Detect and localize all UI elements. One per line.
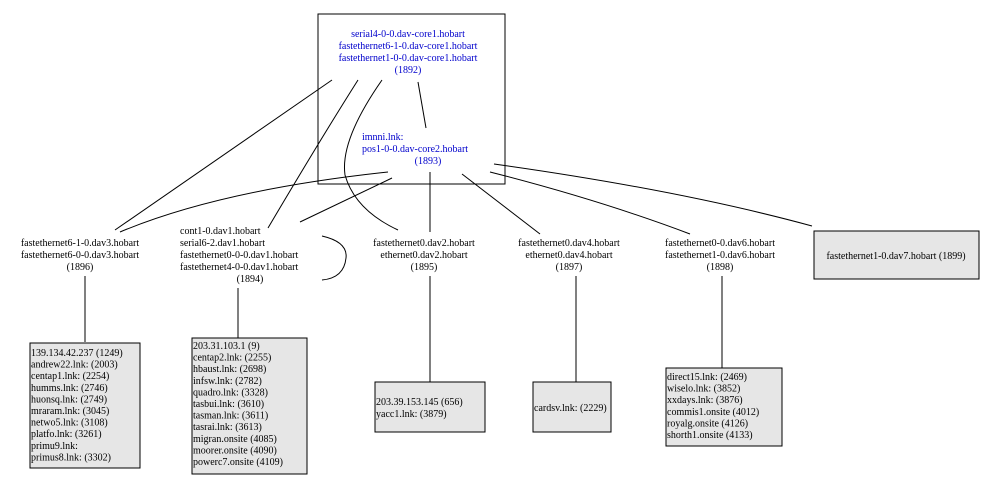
edge-1893-1898 <box>489 171 691 235</box>
leaf1894-line-4: quadro.lnk: (3328) <box>193 387 268 398</box>
leaf1896-line-5: mraram.lnk: (3045) <box>31 406 109 417</box>
edge-1893-1894 <box>299 177 393 223</box>
leaf1894-line-5: tasbui.lnk: (3610) <box>193 399 264 410</box>
edge-1893-1896 <box>119 171 389 233</box>
leaf1894-line-10: powerc7.onsite (4109) <box>193 457 283 468</box>
leaf1894-line-3: infsw.lnk: (2782) <box>193 376 262 387</box>
leaf-box-1897 <box>532 381 612 433</box>
edge-1893-1897 <box>461 173 541 235</box>
node-1899: fastethernet1-0.dav7.hobart (1899) <box>826 251 965 262</box>
node-1893: imnni.lnk:pos1-0-0.dav-core2.hobart(1893… <box>362 132 468 167</box>
n1894-line-2: fastethernet0-0-0.dav1.hobart <box>180 250 299 261</box>
leaf1898-line-5: shorth1.onsite (4133) <box>667 430 753 441</box>
n1898-line-0: fastethernet0-0.dav6.hobart <box>665 238 775 249</box>
leaf1894-line-1: centap2.lnk: (2255) <box>193 353 271 364</box>
leaf1894-line-9: moorer.onsite (4090) <box>193 445 277 456</box>
leaf1898-line-0: direct15.lnk: (2469) <box>667 372 747 383</box>
leaf1896-line-9: primus8.lnk: (3302) <box>31 452 111 463</box>
leaf1895-line-1: yacc1.lnk: (3879) <box>376 409 447 420</box>
leaf1894-line-8: migran.onsite (4085) <box>193 434 277 445</box>
leaf1897-line-0: cardsv.lnk: (2229) <box>534 403 607 414</box>
leaf-box-1898 <box>665 367 783 447</box>
leaf1898-line-1: wiselo.lnk: (3852) <box>667 384 740 395</box>
edge-1892-1895 <box>343 79 399 231</box>
n1899-line-0: fastethernet1-0.dav7.hobart (1899) <box>826 251 965 262</box>
leaf-list-1896: 139.134.42.237 (1249)andrew22.lnk: (2003… <box>31 348 123 463</box>
edge-1894-self <box>321 235 347 281</box>
leaf1895-line-0: 203.39.153.145 (656) <box>376 397 463 408</box>
n1896-line-1: fastethernet6-0-0.dav3.hobart <box>21 250 140 261</box>
leaf1898-line-4: royalg.onsite (4126) <box>667 418 748 429</box>
leaf1894-line-2: hbaust.lnk: (2698) <box>193 364 266 375</box>
leaf-list-1895: 203.39.153.145 (656)yacc1.lnk: (3879) <box>376 397 463 420</box>
n1893-line-0: imnni.lnk: <box>362 132 403 143</box>
n1898-line-2: (1898) <box>707 262 734 273</box>
n1892-line-2: fastethernet1-0-0.dav-core1.hobart <box>339 53 478 64</box>
core-cluster-box <box>317 13 506 185</box>
n1898-line-1: fastethernet1-0.dav6.hobart <box>665 250 775 261</box>
edge-1892-1894a <box>267 79 359 229</box>
leaf1894-line-6: tasman.lnk: (3611) <box>193 411 268 422</box>
n1892-line-0: serial4-0-0.dav-core1.hobart <box>351 29 465 40</box>
n1892-line-1: fastethernet6-1-0.dav-core1.hobart <box>339 41 478 52</box>
n1897-line-2: (1897) <box>556 262 583 273</box>
leaf-list-1898: direct15.lnk: (2469)wiselo.lnk: (3852)xx… <box>667 372 759 441</box>
n1896-line-0: fastethernet6-1-0.dav3.hobart <box>21 238 140 249</box>
n1893-line-2: (1893) <box>415 156 442 167</box>
leaf1894-line-7: tasrai.lnk: (3613) <box>193 422 262 433</box>
leaf-box-1895 <box>374 381 486 433</box>
leaf1896-line-8: primu9.lnk: <box>31 441 78 452</box>
leaf1898-line-2: xxdays.lnk: (3876) <box>667 395 743 406</box>
leaf-list-1894: 203.31.103.1 (9)centap2.lnk: (2255)hbaus… <box>193 341 283 468</box>
leaf1898-line-3: commis1.onsite (4012) <box>667 407 759 418</box>
n1894-line-0: cont1-0.dav1.hobart <box>180 226 261 237</box>
n1895-line-1: ethernet0.dav2.hobart <box>380 250 467 261</box>
edge-1892-1893 <box>417 81 427 129</box>
n1892-line-3: (1892) <box>395 65 422 76</box>
leaf1896-line-6: netwo5.lnk: (3108) <box>31 418 108 429</box>
edge-1893-1899 <box>493 163 813 227</box>
n1893-line-1: pos1-0-0.dav-core2.hobart <box>362 144 468 155</box>
n1895-line-2: (1895) <box>411 262 438 273</box>
leaf1896-line-0: 139.134.42.237 (1249) <box>31 348 123 359</box>
edge-1892-1896 <box>114 79 333 231</box>
leaf1896-line-2: centap1.lnk: (2254) <box>31 371 109 382</box>
leaf1896-line-4: huonsq.lnk: (2749) <box>31 394 107 405</box>
leaf-box-1899 <box>813 230 980 280</box>
leaf1896-line-3: humms.lnk: (2746) <box>31 383 108 394</box>
leaf1896-line-7: platfo.lnk: (3261) <box>31 429 102 440</box>
n1897-line-1: ethernet0.dav4.hobart <box>525 250 612 261</box>
n1894-line-1: serial6-2.dav1.hobart <box>180 238 265 249</box>
leaf-list-1897: cardsv.lnk: (2229) <box>534 403 607 414</box>
n1896-line-2: (1896) <box>67 262 94 273</box>
n1894-line-3: fastethernet4-0-0.dav1.hobart <box>180 262 299 273</box>
n1897-line-0: fastethernet0.dav4.hobart <box>518 238 620 249</box>
n1895-line-0: fastethernet0.dav2.hobart <box>373 238 475 249</box>
leaf1894-line-0: 203.31.103.1 (9) <box>193 341 260 352</box>
leaf-box-1896 <box>29 342 141 469</box>
leaf1896-line-1: andrew22.lnk: (2003) <box>31 360 118 371</box>
n1894-line-4: (1894) <box>237 274 264 285</box>
edges <box>84 79 813 382</box>
leaf-box-1894 <box>191 337 308 475</box>
